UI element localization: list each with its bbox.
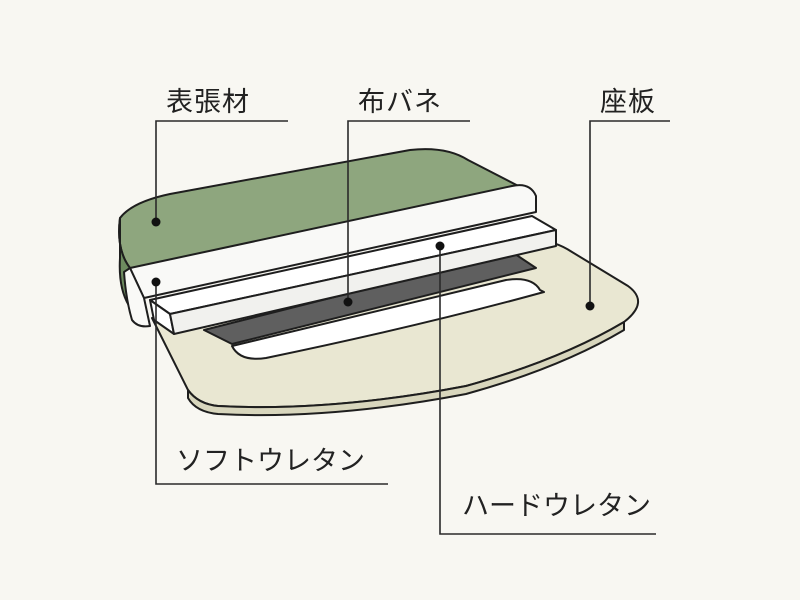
seat-board xyxy=(151,239,639,417)
dot-fabric-spring xyxy=(343,297,353,307)
soft-urethane-slab xyxy=(129,184,537,299)
label-seat-board: 座板 xyxy=(600,87,656,118)
leader-dots xyxy=(151,217,595,311)
label-upholstery: 表張材 xyxy=(166,87,250,118)
dot-hard-urethane xyxy=(435,241,445,251)
leader-lines xyxy=(155,120,670,535)
leader-hard-urethane xyxy=(439,246,656,535)
soft-urethane xyxy=(123,184,537,328)
label-soft-urethane: ソフトウレタン xyxy=(176,446,365,477)
hard-urethane xyxy=(149,215,557,335)
leader-soft-urethane xyxy=(155,282,388,485)
label-fabric-spring: 布バネ xyxy=(358,87,442,118)
dot-soft-urethane xyxy=(151,277,161,287)
seat-board-cutout xyxy=(231,278,545,360)
label-hard-urethane: ハードウレタン xyxy=(462,491,651,522)
leader-seat-board xyxy=(589,120,670,306)
dot-seat-board xyxy=(585,301,595,311)
dot-upholstery xyxy=(151,217,161,227)
leader-fabric-spring xyxy=(347,120,470,302)
hard-urethane-side xyxy=(169,229,557,335)
soft-urethane-front xyxy=(123,267,151,328)
seat-board-edge xyxy=(187,321,625,417)
leader-upholstery xyxy=(155,120,288,222)
